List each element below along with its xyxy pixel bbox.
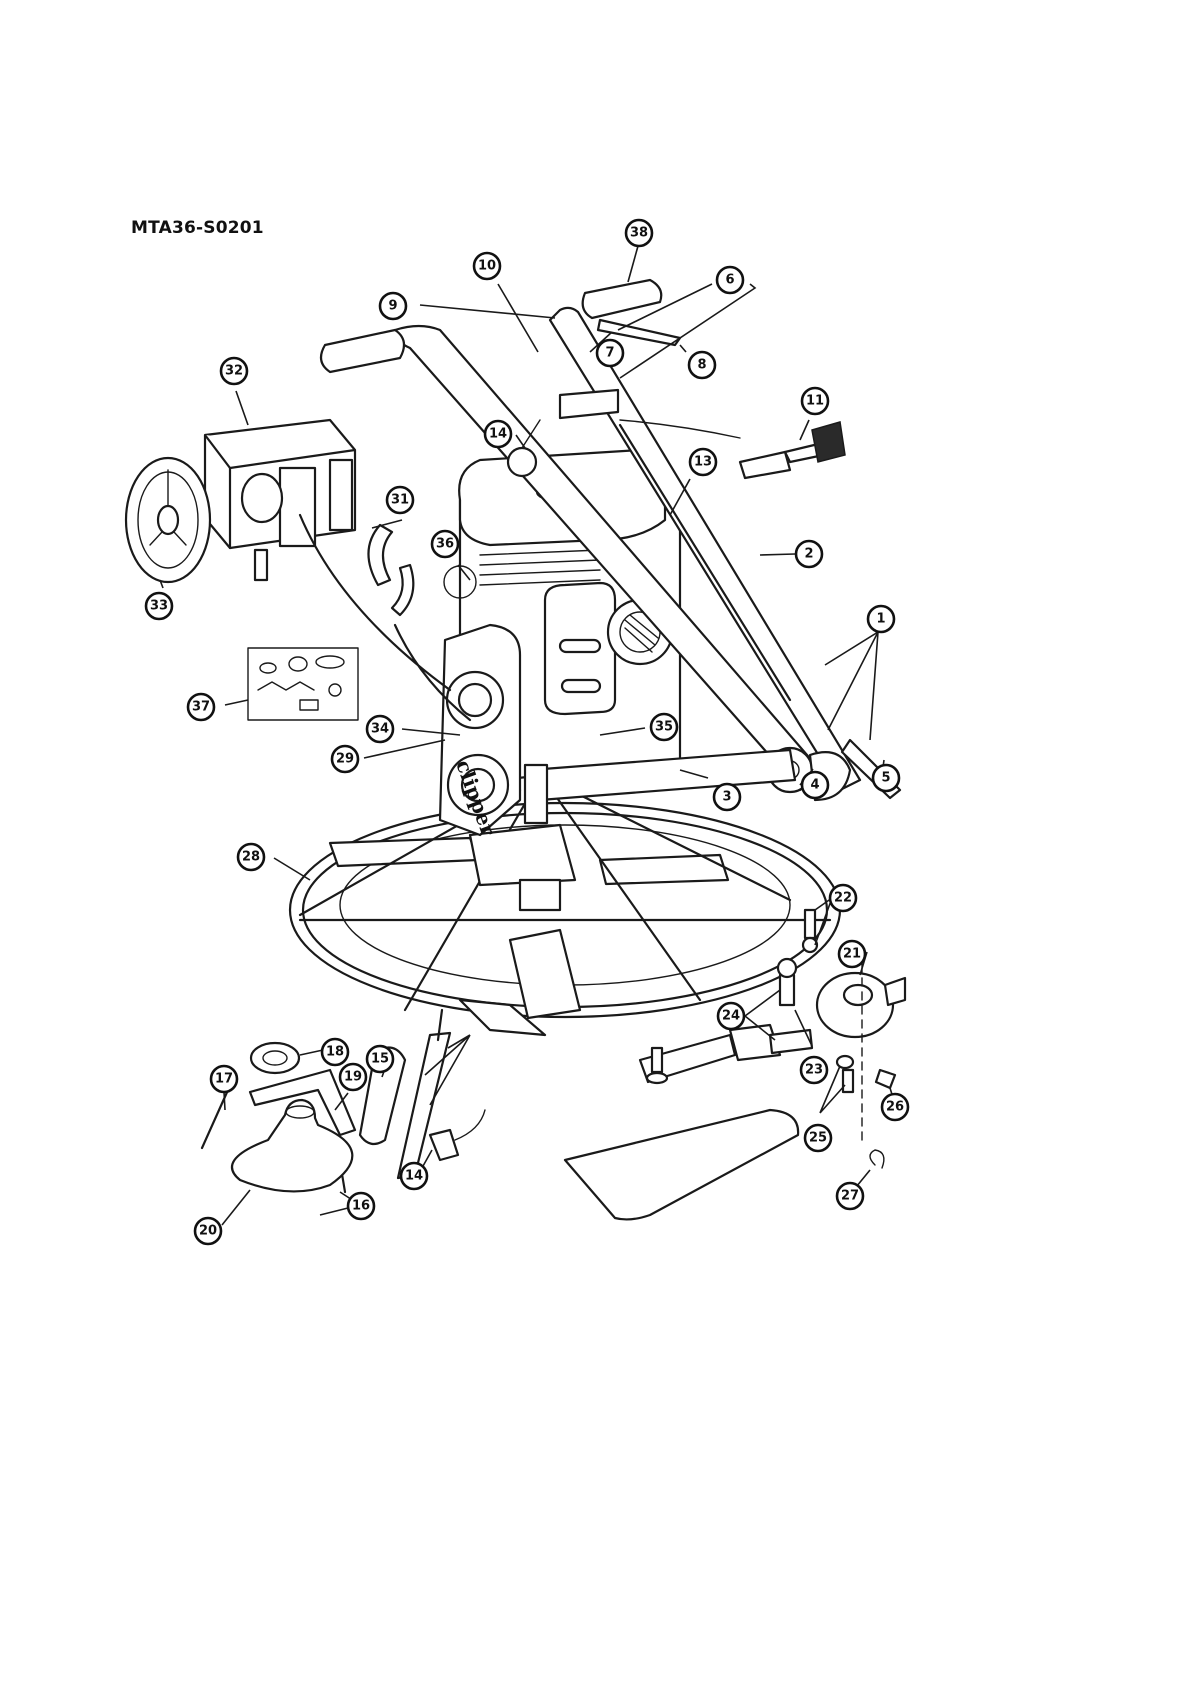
- svg-text:9: 9: [388, 299, 397, 314]
- svg-text:22: 22: [834, 891, 852, 906]
- svg-text:27: 27: [841, 1189, 859, 1204]
- callout-3: 3: [714, 784, 740, 810]
- svg-text:33: 33: [150, 599, 168, 614]
- svg-text:14: 14: [405, 1169, 423, 1184]
- callout-11: 11: [802, 388, 828, 414]
- svg-text:16: 16: [352, 1199, 370, 1214]
- svg-text:25: 25: [809, 1131, 827, 1146]
- lower-subassembly: [202, 1010, 485, 1192]
- belt-guard: clipper: [440, 625, 520, 839]
- svg-text:17: 17: [215, 1072, 233, 1087]
- callout-27: 27: [837, 1183, 863, 1209]
- callout-32: 32: [221, 358, 247, 384]
- callout-14-upper: 14: [485, 421, 511, 447]
- svg-text:36: 36: [436, 537, 454, 552]
- parts-illustration: clipper: [126, 280, 905, 1219]
- pitch-knob: [740, 422, 845, 478]
- svg-text:1: 1: [876, 612, 885, 627]
- svg-text:2: 2: [804, 547, 813, 562]
- callout-26: 26: [882, 1094, 908, 1120]
- svg-text:14: 14: [489, 427, 507, 442]
- callout-28: 28: [238, 844, 264, 870]
- callout-23: 23: [801, 1057, 827, 1083]
- callout-14-lower: 14: [401, 1163, 427, 1189]
- svg-text:23: 23: [805, 1063, 823, 1078]
- callout-13: 13: [690, 449, 716, 475]
- svg-text:15: 15: [371, 1052, 389, 1067]
- callout-20: 20: [195, 1218, 221, 1244]
- callout-2: 2: [796, 541, 822, 567]
- svg-text:38: 38: [630, 226, 648, 241]
- svg-text:20: 20: [199, 1224, 217, 1239]
- callout-9: 9: [380, 293, 406, 319]
- svg-text:7: 7: [605, 346, 614, 361]
- svg-text:29: 29: [336, 752, 354, 767]
- callout-10: 10: [474, 253, 500, 279]
- callout-5: 5: [873, 765, 899, 791]
- svg-text:18: 18: [326, 1045, 344, 1060]
- gasket-kit: [248, 648, 358, 720]
- callout-18: 18: [322, 1039, 348, 1065]
- svg-text:19: 19: [344, 1070, 362, 1085]
- svg-text:21: 21: [843, 947, 861, 962]
- trowel-blade: [565, 1110, 798, 1219]
- callout-25: 25: [805, 1125, 831, 1151]
- svg-text:24: 24: [722, 1009, 740, 1024]
- callout-7: 7: [597, 340, 623, 366]
- svg-text:10: 10: [478, 259, 496, 274]
- callout-31: 31: [387, 487, 413, 513]
- svg-text:3: 3: [722, 790, 731, 805]
- svg-text:11: 11: [806, 394, 824, 409]
- callout-21: 21: [839, 941, 865, 967]
- svg-text:5: 5: [881, 771, 890, 786]
- callout-22: 22: [830, 885, 856, 911]
- callout-38: 38: [626, 220, 652, 246]
- svg-text:26: 26: [886, 1100, 904, 1115]
- svg-text:35: 35: [655, 720, 673, 735]
- callout-15: 15: [367, 1046, 393, 1072]
- callout-4: 4: [802, 772, 828, 798]
- svg-text:4: 4: [810, 778, 819, 793]
- svg-text:8: 8: [697, 358, 706, 373]
- svg-text:6: 6: [725, 273, 734, 288]
- callout-35: 35: [651, 714, 677, 740]
- svg-text:32: 32: [225, 364, 243, 379]
- callout-36: 36: [432, 531, 458, 557]
- callout-8: 8: [689, 352, 715, 378]
- svg-text:37: 37: [192, 700, 210, 715]
- callout-34: 34: [367, 716, 393, 742]
- spider-hub: [817, 973, 905, 1037]
- callout-19: 19: [340, 1064, 366, 1090]
- svg-text:34: 34: [371, 722, 389, 737]
- callout-29: 29: [332, 746, 358, 772]
- svg-text:31: 31: [391, 493, 409, 508]
- callout-24: 24: [718, 1003, 744, 1029]
- callout-37: 37: [188, 694, 214, 720]
- svg-text:28: 28: [242, 850, 260, 865]
- callout-17: 17: [211, 1066, 237, 1092]
- gearbox: [126, 420, 355, 582]
- svg-text:13: 13: [694, 455, 712, 470]
- callout-16: 16: [348, 1193, 374, 1219]
- callout-6: 6: [717, 267, 743, 293]
- callout-33: 33: [146, 593, 172, 619]
- cable-knob: [508, 448, 536, 476]
- callout-1: 1: [868, 606, 894, 632]
